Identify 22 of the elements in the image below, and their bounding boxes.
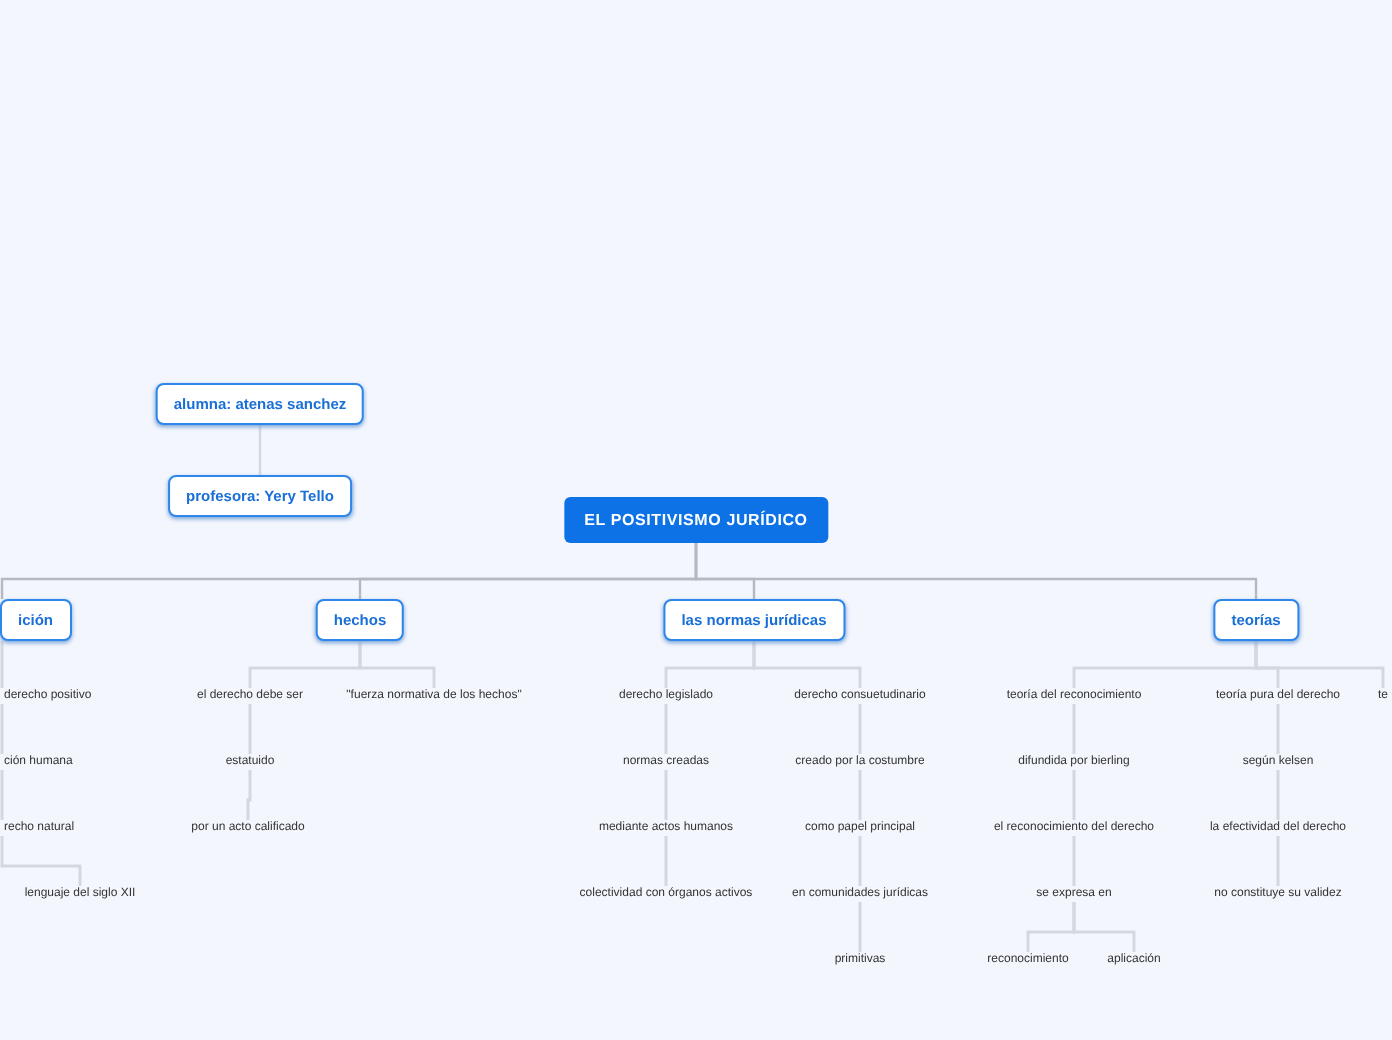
connector-line <box>358 641 436 688</box>
connector-line <box>246 770 252 820</box>
connector-line <box>1072 770 1076 820</box>
connector-line <box>664 836 668 886</box>
connector-line <box>258 425 262 475</box>
connector-line <box>752 641 862 688</box>
connector-line <box>858 704 862 754</box>
connector-line <box>0 836 82 886</box>
connector-line <box>1072 902 1136 952</box>
connector-line <box>1276 704 1280 754</box>
connector-line <box>858 902 862 952</box>
connector-line <box>858 836 862 886</box>
connector-line <box>1276 770 1280 820</box>
connector-line <box>1072 836 1076 886</box>
connector-line <box>248 704 252 754</box>
connector-line <box>1276 836 1280 886</box>
central-topic-box: EL POSITIVISMO JURÍDICO <box>564 497 828 543</box>
connector-line <box>694 543 1258 599</box>
connector-line <box>1072 704 1076 754</box>
connector-line <box>858 770 862 820</box>
connector-line <box>664 770 668 820</box>
connector-line <box>664 704 668 754</box>
